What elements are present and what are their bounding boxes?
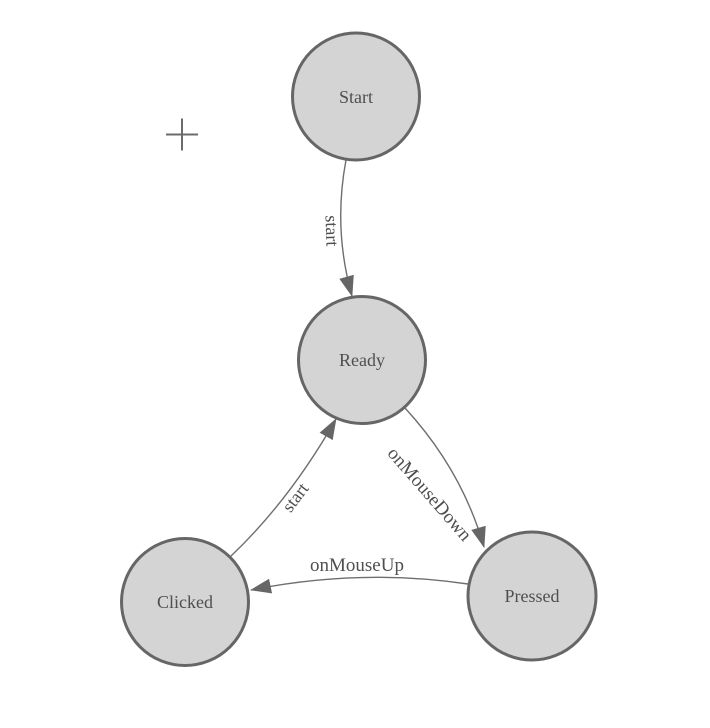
state-circle-pressed[interactable] bbox=[466, 530, 598, 662]
plus-icon bbox=[166, 118, 198, 151]
state-label-start: Start bbox=[339, 87, 373, 107]
edge-start-to-ready[interactable] bbox=[339, 159, 354, 297]
edge-ready-to-pressed[interactable] bbox=[404, 407, 486, 548]
edge-label-pressed-to-clicked: onMouseUp bbox=[310, 555, 404, 576]
edge-label-ready-to-pressed: onMouseDown bbox=[383, 443, 476, 546]
state-node-clicked[interactable]: Clicked bbox=[120, 537, 250, 667]
edge-clicked-to-ready[interactable] bbox=[230, 418, 337, 557]
edge-label-start-to-ready: start bbox=[321, 215, 342, 247]
state-node-start[interactable]: Start bbox=[291, 31, 421, 162]
state-circle-clicked[interactable] bbox=[120, 537, 250, 667]
state-node-pressed[interactable]: Pressed bbox=[466, 530, 598, 662]
edge-label-clicked-to-ready: start bbox=[278, 479, 313, 516]
edge-pressed-to-clicked[interactable] bbox=[250, 576, 469, 594]
state-label-clicked: Clicked bbox=[157, 592, 213, 612]
state-label-ready: Ready bbox=[339, 350, 385, 370]
state-circle-ready[interactable] bbox=[297, 295, 427, 425]
state-circle-start[interactable] bbox=[291, 31, 421, 162]
state-node-ready[interactable]: Ready bbox=[297, 295, 427, 425]
state-label-pressed: Pressed bbox=[505, 586, 560, 606]
